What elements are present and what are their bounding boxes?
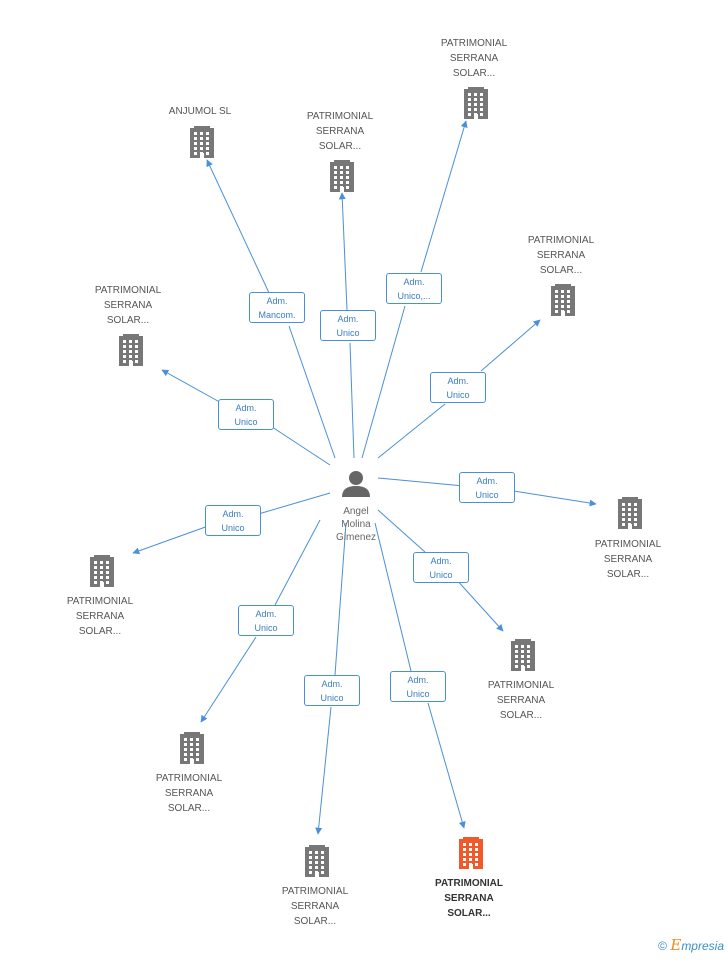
empresia-logo: © Empresia — [658, 936, 724, 954]
edge-arrow — [480, 319, 541, 372]
brand-initial: E — [670, 936, 682, 954]
company-name-label[interactable]: PATRIMONIAL SERRANA SOLAR... — [594, 539, 662, 580]
relationship-label[interactable]: Adm. Unico,... — [386, 273, 442, 304]
brand-name: mpresia — [681, 939, 724, 953]
edge-arrow — [338, 192, 348, 311]
company-name-label[interactable]: PATRIMONIAL SERRANA SOLAR... — [435, 878, 503, 919]
building-icon[interactable] — [305, 845, 329, 877]
company-name-label[interactable]: PATRIMONIAL SERRANA SOLAR... — [281, 886, 349, 927]
building-icon[interactable] — [180, 732, 204, 764]
edge-line — [274, 519, 321, 606]
edge-line — [361, 305, 406, 459]
building-icon[interactable] — [330, 160, 354, 192]
company-name-label[interactable]: PATRIMONIAL SERRANA SOLAR... — [527, 235, 595, 276]
building-icon[interactable] — [459, 837, 483, 869]
company-name-label[interactable]: PATRIMONIAL SERRANA SOLAR... — [66, 596, 134, 637]
edge-line — [377, 403, 446, 459]
edge-line — [265, 422, 331, 466]
relationship-label[interactable]: Adm. Unico — [238, 605, 294, 636]
building-icon[interactable] — [190, 126, 214, 158]
relationship-label[interactable]: Adm. Unico — [459, 472, 515, 503]
building-icon[interactable] — [119, 334, 143, 366]
edge-arrow — [427, 702, 466, 829]
company-name-label[interactable]: PATRIMONIAL SERRANA SOLAR... — [440, 38, 508, 79]
edge-line — [377, 509, 426, 553]
person-name-label[interactable]: Angel Molina Gimenez — [335, 506, 376, 543]
edge-arrow — [454, 577, 504, 632]
copyright-icon: © — [658, 939, 668, 953]
edge-arrow — [132, 524, 212, 555]
edge-arrow — [315, 706, 332, 835]
relationship-label[interactable]: Adm. Unico — [390, 671, 446, 702]
edge-line — [374, 522, 412, 672]
edge-arrow — [420, 120, 468, 273]
edge-arrow — [161, 369, 226, 406]
edge-arrow — [200, 636, 257, 723]
relationship-label[interactable]: Adm. Unico — [320, 310, 376, 341]
building-icon[interactable] — [511, 639, 535, 671]
edge-line — [254, 492, 331, 516]
building-icon[interactable] — [551, 284, 575, 316]
edge-arrow — [506, 489, 597, 507]
edge-line — [349, 342, 355, 459]
edge-line — [377, 477, 465, 487]
company-name-label[interactable]: PATRIMONIAL SERRANA SOLAR... — [155, 773, 223, 814]
relationship-label[interactable]: Adm. Unico — [218, 399, 274, 430]
building-icon[interactable] — [464, 87, 488, 119]
edge-arrow — [206, 159, 271, 296]
relationship-label[interactable]: Adm. Unico — [413, 552, 469, 583]
edge-line — [334, 522, 347, 676]
company-name-label[interactable]: PATRIMONIAL SERRANA SOLAR... — [306, 111, 374, 152]
building-icon[interactable] — [618, 497, 642, 529]
company-name-label[interactable]: PATRIMONIAL SERRANA SOLAR... — [487, 680, 555, 721]
relationship-label[interactable]: Adm. Unico — [205, 505, 261, 536]
company-name-label[interactable]: ANJUMOL SL — [168, 106, 232, 117]
building-icon[interactable] — [90, 555, 114, 587]
person-icon[interactable] — [342, 471, 370, 497]
company-name-label[interactable]: PATRIMONIAL SERRANA SOLAR... — [94, 285, 162, 326]
edge-line — [288, 325, 336, 459]
relationship-label[interactable]: Adm. Mancom. — [249, 292, 305, 323]
relationship-label[interactable]: Adm. Unico — [430, 372, 486, 403]
relationship-label[interactable]: Adm. Unico — [304, 675, 360, 706]
